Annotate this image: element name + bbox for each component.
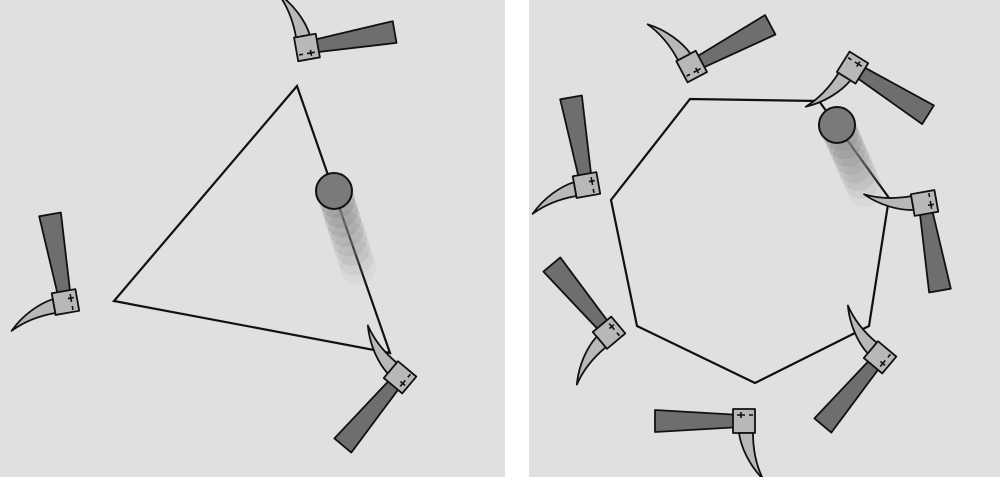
ball-trail (836, 147, 873, 183)
ball-icon (818, 106, 883, 207)
hammer-icon (646, 14, 777, 84)
hammer-icon (804, 50, 935, 125)
triangle-diagram-panel (0, 0, 505, 477)
ball-trail (325, 201, 361, 238)
triangle-diagram (10, 0, 418, 454)
ball-trail (331, 220, 367, 257)
ball-trail (328, 211, 364, 247)
ball-trail (833, 139, 869, 175)
hammer-icon (531, 94, 602, 215)
hammer-icon (333, 324, 418, 454)
hammer-icon (10, 211, 81, 332)
octagon-diagram-panel (529, 0, 1000, 477)
hammer-icon (813, 304, 898, 434)
ball-trail (340, 249, 376, 285)
hammer-icon (654, 408, 764, 477)
hammer-icon (277, 0, 398, 63)
triangle-outline (111, 83, 392, 355)
octagon-diagram (531, 14, 952, 477)
hammer-icon (863, 189, 952, 294)
ball-icon (315, 172, 376, 285)
ball-trail (334, 230, 370, 266)
ball-trail (843, 163, 880, 199)
ball-trail (337, 239, 373, 276)
hammer-icon (542, 256, 627, 386)
ball-trail (840, 155, 876, 191)
